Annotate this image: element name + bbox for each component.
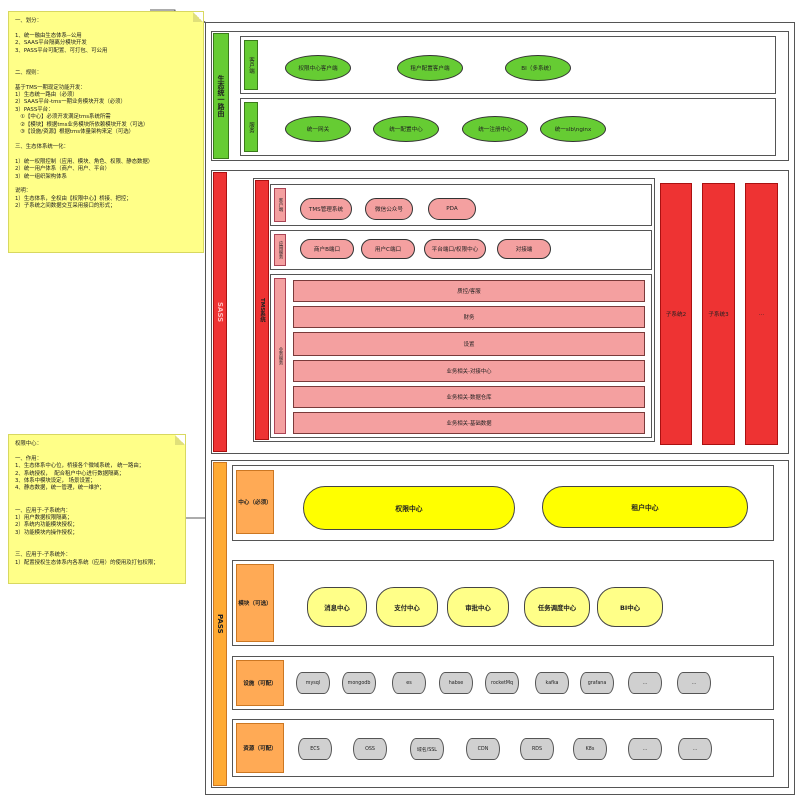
center-item-tenant: 租户中心 [542, 486, 748, 528]
sass-biz-item-4: 业务相关-对接中心 [293, 360, 645, 382]
pass-bar: PASS [213, 462, 227, 786]
resource-item-2: OSS [353, 738, 387, 760]
module-item-3: 审批中心 [447, 587, 509, 627]
resource-item-4: CDN [466, 738, 500, 760]
sass-biz-item-5: 业务相关-数据仓库 [293, 386, 645, 408]
subsystem-more-label: ... [758, 311, 765, 317]
subsystem-2-label: 子系统2 [665, 312, 687, 318]
sass-client-label: 客户端 [278, 198, 283, 212]
eco-service-label-box: 服务 [244, 102, 258, 152]
eco-client-pill-1: 权限中心客户端 [285, 55, 351, 81]
pass-infra-label: 设施（可配） [236, 660, 284, 706]
pass-center-label: 中心（必须） [236, 470, 274, 534]
sass-app-pill-1: 商户B端口 [300, 239, 354, 259]
module-item-5: BI中心 [597, 587, 663, 627]
note-top: 一、划分： 1、统一融由生态体系--公用 2、SAAS平台隔离分模块开发 3、P… [8, 11, 204, 253]
resource-item-8: ... [678, 738, 712, 760]
note-bottom: 权限中心： 一、作用： 1、生态体系中心位，桥接各个微域系统， 统一路由； 2、… [8, 434, 186, 584]
sass-biz-item-2: 财务 [293, 306, 645, 328]
resource-item-6: K8s [573, 738, 607, 760]
subsystem-3: 子系统3 [702, 183, 735, 445]
sass-app-label-box: 应用服务 [274, 234, 286, 266]
infra-item-5: rocketMq [485, 672, 519, 694]
eco-service-pill-3: 统一注册中心 [462, 116, 528, 142]
sass-client-pill-3: PDA [428, 198, 476, 220]
pass-bar-label: PASS [216, 614, 224, 634]
eco-client-pill-2: 租户配置客户端 [397, 55, 463, 81]
sass-bar-label: SASS [216, 301, 224, 323]
sass-client-pill-2: 微信公众号 [365, 198, 413, 220]
infra-item-6: kafka [535, 672, 569, 694]
sass-app-label: 应用服务 [278, 241, 283, 259]
module-item-4: 任务调度中心 [524, 587, 590, 627]
infra-item-2: mongodb [342, 672, 376, 694]
sass-app-pill-4: 对接端 [497, 239, 551, 259]
infra-item-4: habse [439, 672, 473, 694]
module-item-2: 支付中心 [376, 587, 438, 627]
sass-app-pill-2: 用户C端口 [361, 239, 415, 259]
eco-client-label-box: 客户端 [244, 40, 258, 90]
sass-biz-label: 业务服务 [278, 347, 283, 365]
eco-bar-label: 生态统一路由 [217, 75, 225, 117]
sass-bar: SASS [213, 172, 227, 452]
infra-item-7: grafana [580, 672, 614, 694]
sass-client-pill-1: TMS管理系统 [300, 198, 352, 220]
pass-resource-label: 资源（可配） [236, 723, 284, 773]
pass-module-label: 模块（可选） [236, 564, 274, 642]
eco-bar: 生态统一路由 [213, 33, 229, 159]
resource-item-3: 域名/SSL [410, 738, 444, 760]
module-item-1: 消息中心 [307, 587, 367, 627]
resource-item-1: ECS [298, 738, 332, 760]
tms-bar: TMS系统 [255, 180, 269, 440]
eco-client-label: 客户端 [248, 56, 254, 74]
eco-service-pill-4: 统一slb\nginx [540, 116, 606, 142]
sass-app-pill-3: 平台端口/权限中心 [424, 239, 486, 259]
sass-client-label-box: 客户端 [274, 188, 286, 222]
center-item-permission: 权限中心 [303, 486, 515, 530]
sass-biz-item-6: 业务相关-基础数据 [293, 412, 645, 434]
subsystem-3-label: 子系统3 [708, 312, 729, 318]
tms-bar-label: TMS系统 [259, 297, 265, 323]
sass-biz-item-3: 设置 [293, 332, 645, 356]
subsystem-2: 子系统2 [660, 183, 692, 445]
eco-service-label: 服务 [248, 121, 254, 133]
infra-item-8: ... [628, 672, 662, 694]
eco-service-pill-1: 统一网关 [285, 116, 351, 142]
eco-service-pill-2: 统一配置中心 [373, 116, 439, 142]
sass-biz-label-box: 业务服务 [274, 278, 286, 434]
resource-item-7: ... [628, 738, 662, 760]
eco-client-pill-3: BI（多系统） [505, 55, 571, 81]
sass-biz-item-1: 质控/客服 [293, 280, 645, 302]
subsystem-more: ... [745, 183, 778, 445]
infra-item-3: es [392, 672, 426, 694]
infra-item-1: mysql [296, 672, 330, 694]
resource-item-5: RDS [520, 738, 554, 760]
infra-item-9: ... [677, 672, 711, 694]
